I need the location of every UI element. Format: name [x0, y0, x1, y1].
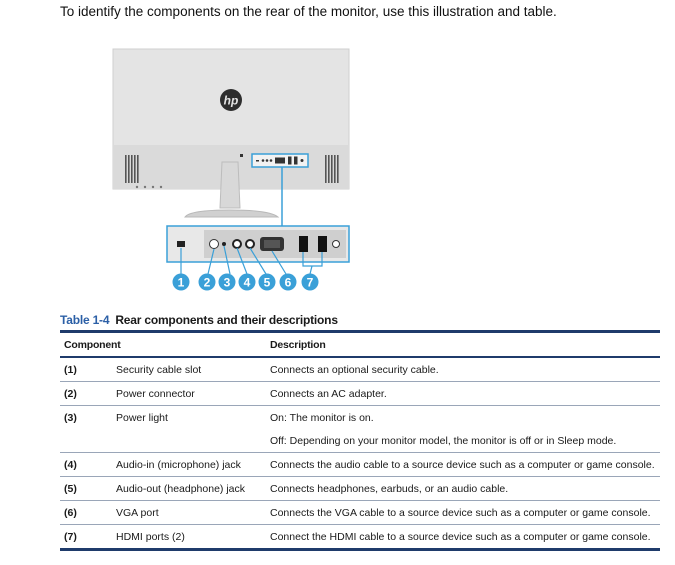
- svg-text:6: 6: [285, 276, 292, 290]
- callout-7: 7: [301, 273, 319, 291]
- table-caption-title: Rear components and their descriptions: [115, 313, 338, 327]
- hdmi-port-icon: [318, 236, 327, 252]
- row-description: Connect the HDMI cable to a source devic…: [270, 530, 651, 543]
- rear-components-table: Component Description (1)Security cable …: [60, 330, 660, 551]
- table-row: Off: Depending on your monitor model, th…: [60, 429, 660, 453]
- svg-text:4: 4: [244, 276, 251, 290]
- row-component: Audio-out (headphone) jack: [112, 476, 266, 501]
- row-number: [60, 429, 112, 453]
- table-row: (7) HDMI ports (2) Connect the HDMI cable …: [60, 525, 660, 550]
- hdmi-port-icon: [299, 236, 308, 252]
- audio-out-jack-icon: [245, 239, 255, 249]
- header-component: Component: [60, 331, 266, 358]
- vga-port-icon: [260, 237, 284, 251]
- row-description: On: The monitor is on.: [270, 411, 374, 424]
- header-description: Description: [266, 331, 660, 358]
- security-slot-icon: [177, 241, 185, 247]
- callout-4: 4: [238, 273, 256, 291]
- row-component: HDMI ports (2): [116, 530, 185, 543]
- row-description: Off: Depending on your monitor model, th…: [266, 429, 660, 453]
- intro-text: To identify the components on the rear o…: [60, 4, 557, 19]
- callout-5: 5: [258, 273, 276, 291]
- monitor-rear-illustration: hp: [112, 48, 350, 291]
- row-number: (4): [60, 452, 112, 477]
- row-number: (1): [60, 357, 112, 382]
- callout-6: 6: [279, 273, 297, 291]
- svg-text:2: 2: [204, 276, 211, 290]
- svg-text:hp: hp: [224, 94, 239, 108]
- power-connector-icon: [209, 239, 219, 249]
- table-caption: Table 1-4 Rear components and their descr…: [60, 313, 338, 327]
- row-number: (6): [60, 500, 112, 525]
- svg-text:5: 5: [264, 276, 271, 290]
- row-number: (3): [64, 411, 77, 424]
- power-light-icon: [222, 242, 226, 246]
- left-vent-icon: [125, 155, 139, 183]
- svg-text:1: 1: [178, 276, 185, 290]
- table-caption-number: Table 1-4: [60, 313, 110, 327]
- svg-text:3: 3: [224, 276, 231, 290]
- row-description: Connects headphones, earbuds, or an audi…: [266, 476, 660, 501]
- row-component: [112, 429, 266, 453]
- row-description: Connects the VGA cable to a source devic…: [266, 500, 660, 525]
- callout-1: 1: [172, 273, 190, 291]
- row-component: VGA port: [112, 500, 266, 525]
- monitor-stand: [219, 161, 241, 209]
- table-header-row: Component Description: [60, 331, 660, 358]
- audio-in-jack-icon: [232, 239, 242, 249]
- row-description: Connects an AC adapter.: [266, 381, 660, 406]
- callout-3: 3: [218, 273, 236, 291]
- callout-2: 2: [198, 273, 216, 291]
- row-number: (2): [60, 381, 112, 406]
- hp-logo-icon: hp: [220, 89, 242, 111]
- right-vent-icon: [325, 155, 339, 183]
- svg-text:7: 7: [307, 276, 314, 290]
- row-number: (7): [64, 530, 77, 543]
- row-component: Security cable slot: [112, 357, 266, 382]
- row-component: Power connector: [112, 381, 266, 406]
- table-row: (3) Power light On: The monitor is on.: [60, 406, 660, 430]
- row-description: Connects the audio cable to a source dev…: [266, 452, 660, 477]
- row-component: Power light: [116, 411, 168, 424]
- row-description: Connects an optional security cable.: [266, 357, 660, 382]
- row-component: Audio-in (microphone) jack: [112, 452, 266, 477]
- row-number: (5): [60, 476, 112, 501]
